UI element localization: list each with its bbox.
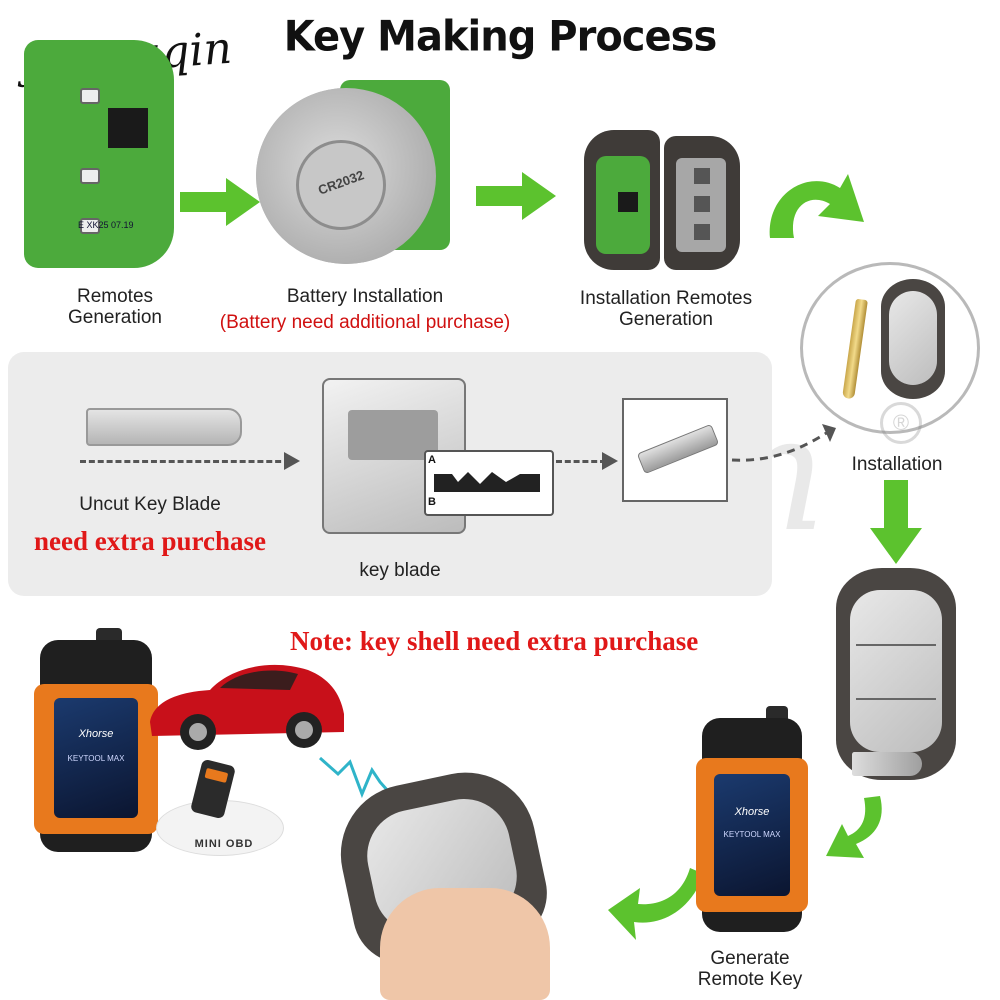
signal-wave-icon — [319, 756, 398, 801]
emergency-key-cap — [852, 752, 922, 776]
green-arrow-icon — [180, 178, 260, 226]
green-arrow-icon — [826, 796, 882, 858]
registered-icon: ® — [880, 402, 922, 444]
green-arrow-icon — [769, 174, 864, 238]
tool-model: KEYTOOL MAX — [67, 754, 125, 763]
pcb-button — [80, 168, 100, 184]
pcb-print: E XK25 07.19 — [78, 220, 134, 230]
obd-orange-cap — [204, 767, 229, 783]
label-uncut-key-blade: Uncut Key Blade — [79, 494, 221, 515]
label-battery-installation: Battery Installation — [286, 286, 444, 307]
tool-screen: Xhorse KEYTOOL MAX — [714, 774, 790, 896]
label-key-shell-note: Note: key shell need extra purchase — [290, 626, 699, 656]
label-generate-remote-key: Generate Remote Key — [697, 948, 803, 990]
fob-pcb — [596, 156, 650, 254]
tool-brand: Xhorse — [734, 806, 770, 818]
hand — [380, 888, 550, 1000]
fob-rubber-pad — [676, 158, 726, 252]
profile-label-a: A — [428, 454, 436, 466]
fob-shell-left — [584, 130, 660, 270]
dashed-flow-line — [80, 460, 290, 463]
tool-model: KEYTOOL MAX — [723, 830, 781, 839]
green-arrow-icon — [608, 868, 704, 940]
profile-label-b: B — [428, 496, 436, 508]
button-divider — [856, 698, 936, 700]
pcb-board: E XK25 07.19 — [24, 40, 174, 268]
red-car-image — [150, 664, 344, 750]
pcb-chip — [108, 108, 148, 148]
dashed-flow-line — [556, 460, 606, 463]
tool-brand: Xhorse — [78, 728, 114, 740]
button-divider — [856, 644, 936, 646]
battery-photo-front: CR2032 — [256, 88, 436, 264]
pad-button — [694, 196, 710, 212]
blade-profile-card: A B — [424, 450, 554, 516]
coin-battery: CR2032 — [296, 140, 386, 230]
label-battery-note: (Battery need additional purchase) — [219, 312, 511, 333]
fob-shell-right — [664, 136, 740, 270]
pcb-button — [80, 218, 100, 234]
pcb-button — [80, 88, 100, 104]
blade-profile-icon — [434, 472, 540, 492]
dashed-curve — [731, 424, 836, 462]
uncut-key-blade — [86, 408, 242, 446]
metal-key-blade — [842, 298, 868, 400]
pad-button — [694, 224, 710, 240]
label-need-extra-purchase: need extra purchase — [34, 526, 266, 556]
cut-key-blade — [636, 423, 720, 475]
label-installation-remotes: Installation Remotes Generation — [579, 288, 753, 330]
green-arrow-icon — [476, 172, 556, 220]
pad-button — [694, 168, 710, 184]
diagram-title: Key Making Process — [283, 12, 718, 62]
cut-blade-box — [622, 398, 728, 502]
label-remotes-generation: Remotes Generation — [67, 286, 162, 328]
machine-head — [348, 410, 438, 460]
smart-key-fob-large — [836, 568, 956, 780]
tool-screen: Xhorse KEYTOOL MAX — [54, 698, 138, 818]
smart-key-fob — [881, 279, 945, 399]
green-arrow-icon — [870, 480, 922, 564]
fob-face — [850, 590, 942, 752]
arrow-head-icon — [284, 452, 300, 470]
label-key-blade: key blade — [359, 560, 441, 581]
keytool-max-device: Xhorse KEYTOOL MAX — [34, 640, 158, 852]
label-installation: Installation — [851, 454, 943, 475]
battery-print: CR2032 — [316, 167, 366, 198]
keytool-max-device: Xhorse KEYTOOL MAX — [696, 718, 808, 932]
fob-face — [889, 291, 937, 385]
arrow-head-icon — [602, 452, 618, 470]
pcb-chip — [618, 192, 638, 212]
label-mini-obd: MINI OBD — [194, 838, 254, 850]
